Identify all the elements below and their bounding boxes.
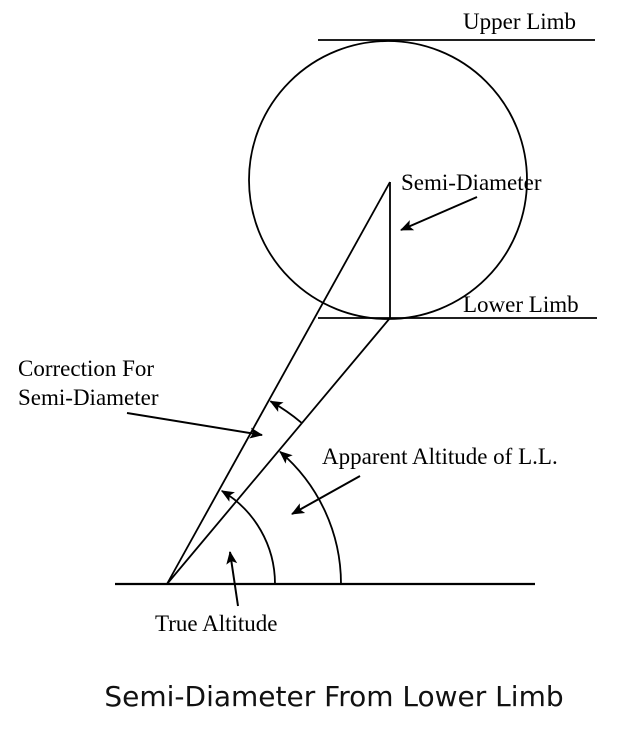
apparent-altitude-label: Apparent Altitude of L.L. [322,444,558,469]
semi-diameter-label: Semi-Diameter [401,170,542,195]
correction-arrow [126,412,263,439]
correction-arc [269,400,303,424]
sight-line-to-lower-limb [166,317,391,585]
sight-line-to-center [166,181,391,585]
diagram-title: Semi-Diameter From Lower Limb [104,680,563,713]
apparent-altitude-arrow [291,475,361,515]
true-altitude-arrow [226,551,239,607]
correction-label-line2: Semi-Diameter [18,385,159,410]
lower-limb-label: Lower Limb [463,292,579,317]
correction-label-line1: Correction For [18,356,154,381]
semi-diameter-arrow [400,196,478,231]
apparent-altitude-arc [279,451,342,585]
upper-limb-label: Upper Limb [463,9,576,34]
true-altitude-arc [220,490,276,585]
true-altitude-label: True Altitude [155,611,277,636]
